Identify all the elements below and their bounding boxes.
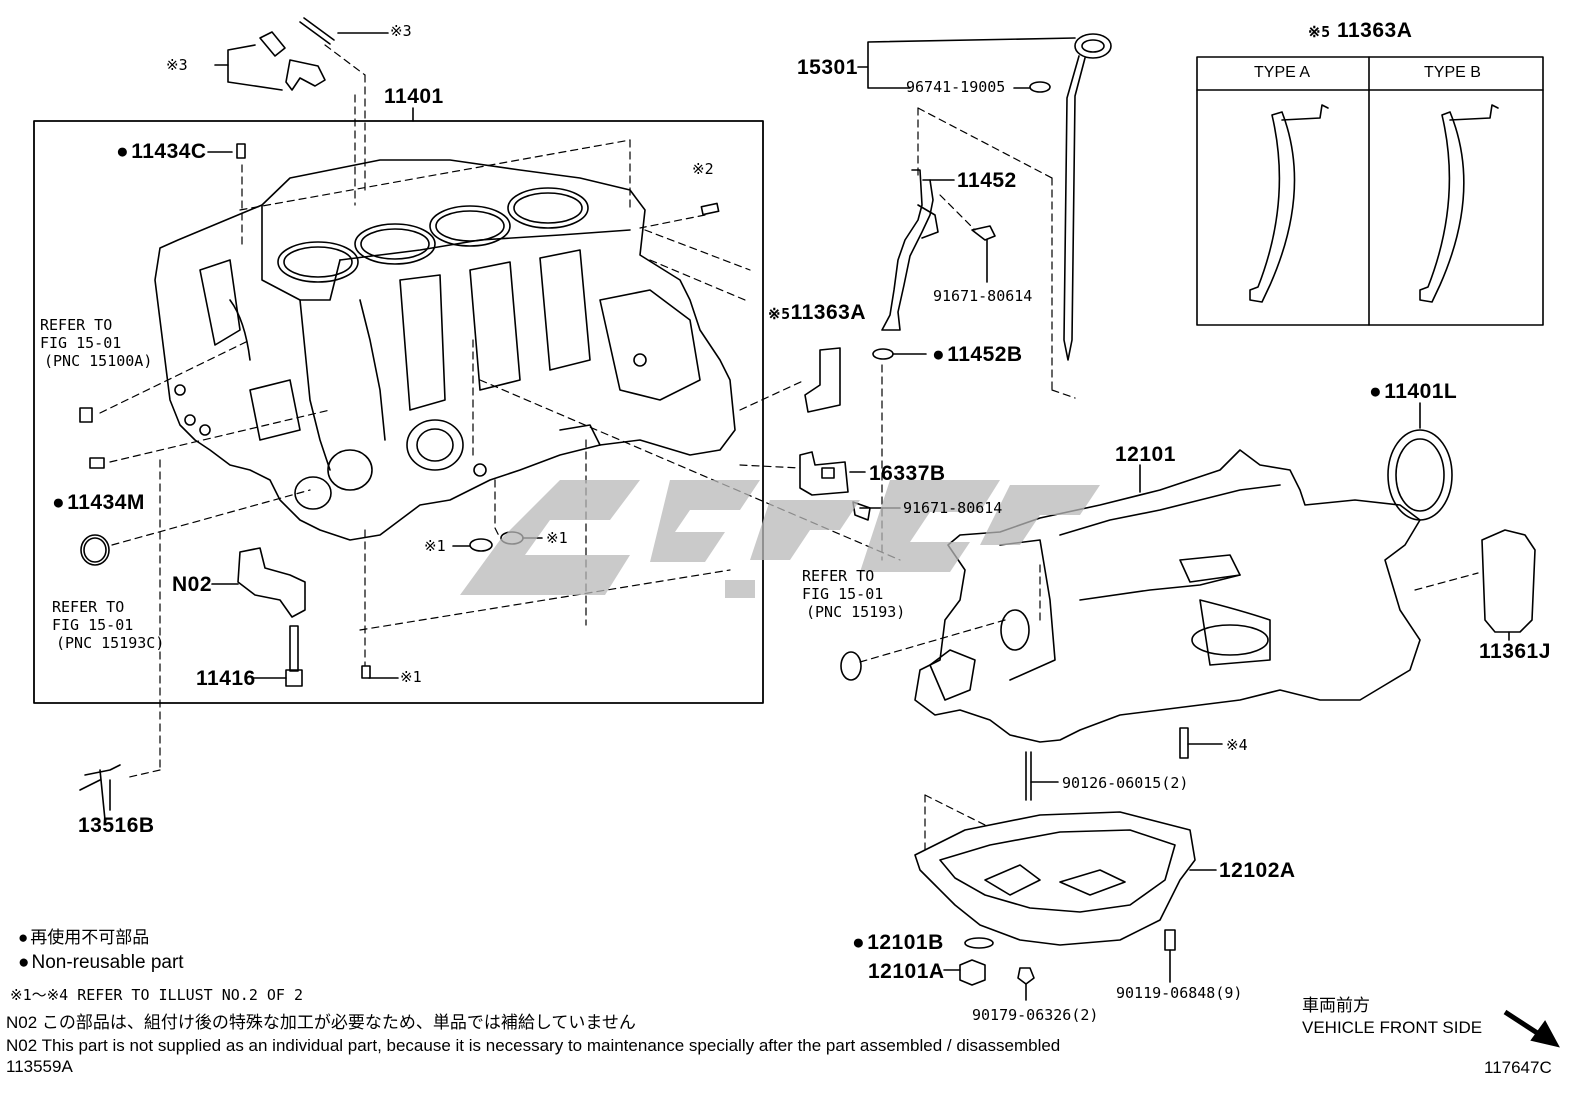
legend-nonreusable-en: Non-reusable part <box>18 953 183 972</box>
mark-4: ※4 <box>1226 736 1248 754</box>
part-label-90126-06015: 90126-06015(2) <box>1062 774 1189 792</box>
cylinder-block-frame <box>33 120 764 704</box>
mark-1-c: ※1 <box>400 668 422 686</box>
oil-pan-lower-drawing <box>914 811 1217 946</box>
part-label-n02: N02 <box>172 573 213 596</box>
part-label-96741-19005: 96741-19005 <box>906 78 1006 96</box>
refer-line: (PNC 15193) <box>806 603 906 621</box>
refer-note-right: REFER TO FIG 15-01 (PNC 15193) <box>802 567 905 621</box>
part-number-11363a: 11363A <box>790 301 867 324</box>
part-label-11401: 11401 <box>384 85 444 108</box>
part-label-90179-06326: 90179-06326(2) <box>972 1006 1099 1024</box>
mark-3-top: ※3 <box>390 22 412 40</box>
refer-line: REFER TO <box>802 567 875 585</box>
refer-line: FIG 15-01 <box>802 585 884 603</box>
cylinder-block-drawing <box>154 159 736 541</box>
part-label-11434c: 11434C <box>116 141 207 162</box>
mark-5b: ※5 <box>1308 23 1331 41</box>
cover-drawing <box>1481 529 1536 633</box>
part-label-11401l: 11401L <box>1369 381 1457 402</box>
oil-pan-upper-drawing <box>914 449 1421 743</box>
part-label-12101a: 12101A <box>868 960 945 983</box>
mark-1-a: ※1 <box>424 537 446 555</box>
type-table-drawing <box>1196 56 1544 326</box>
illustration-number-right: 117647C <box>1484 1058 1552 1077</box>
type-a-header: TYPE A <box>1254 64 1311 81</box>
part-label-91671-80614-b: 91671-80614 <box>903 499 1003 517</box>
mark-2: ※2 <box>692 160 714 178</box>
part-label-15301: 15301 <box>797 56 858 79</box>
part-label-11363a: ※511363A <box>768 302 866 323</box>
legend-n02-en: N02 This part is not supplied as an indi… <box>6 1036 1061 1055</box>
refer-note-left: REFER TO FIG 15-01 (PNC 15100A) <box>40 316 152 370</box>
part-label-11361j: 11361J <box>1479 640 1551 663</box>
type-b-header: TYPE B <box>1424 64 1481 81</box>
part-label-13516b: 13516B <box>78 814 155 837</box>
refer-line: REFER TO <box>52 598 125 616</box>
part-label-12101: 12101 <box>1115 443 1176 466</box>
mark-1-b: ※1 <box>546 529 568 547</box>
mark-3-left: ※3 <box>166 56 188 74</box>
vehicle-front-jp: 車両前方 <box>1302 996 1370 1015</box>
type-table-title: ※5 11363A <box>1308 20 1412 41</box>
mark-5a: ※5 <box>768 305 791 323</box>
refer-note-middle: REFER TO FIG 15-01 (PNC 15193C) <box>52 598 164 652</box>
refer-line: REFER TO <box>40 316 113 334</box>
vehicle-front-en: VEHICLE FRONT SIDE <box>1302 1018 1483 1037</box>
part-label-91671-80614-a: 91671-80614 <box>933 287 1033 305</box>
part-label-12102a: 12102A <box>1219 859 1296 882</box>
part-label-11434m: 11434M <box>52 492 145 513</box>
part-label-90119-06848: 90119-06848(9) <box>1116 984 1243 1002</box>
legend-refer-note: ※1～※4 REFER TO ILLUST NO.2 OF 2 <box>10 986 303 1004</box>
refer-line: (PNC 15100A) <box>44 352 153 370</box>
bolts-and-pins <box>79 17 862 821</box>
refer-line: (PNC 15193C) <box>56 634 165 652</box>
part-label-11452b: 11452B <box>932 344 1023 365</box>
part-label-11452: 11452 <box>957 169 1017 192</box>
part-label-16337b: 16337B <box>869 462 946 485</box>
part-label-11416: 11416 <box>196 667 256 690</box>
illustration-number-left: 113559A <box>6 1057 73 1076</box>
refer-line: FIG 15-01 <box>40 334 122 352</box>
dipstick-drawing <box>799 33 1112 521</box>
legend-n02-jp: N02 この部品は、組付け後の特殊な加工が必要なため、単品では補給していません <box>6 1013 636 1032</box>
type-table-part: 11363A <box>1336 19 1413 42</box>
vehicle-front-arrow <box>1503 1009 1560 1048</box>
watermark-logo <box>460 480 1100 598</box>
legend-nonreusable-jp: 再使用不可部品 <box>18 929 149 946</box>
refer-line: FIG 15-01 <box>52 616 134 634</box>
part-label-12101b: 12101B <box>852 932 944 953</box>
oil-seal-drawing <box>1387 429 1453 521</box>
